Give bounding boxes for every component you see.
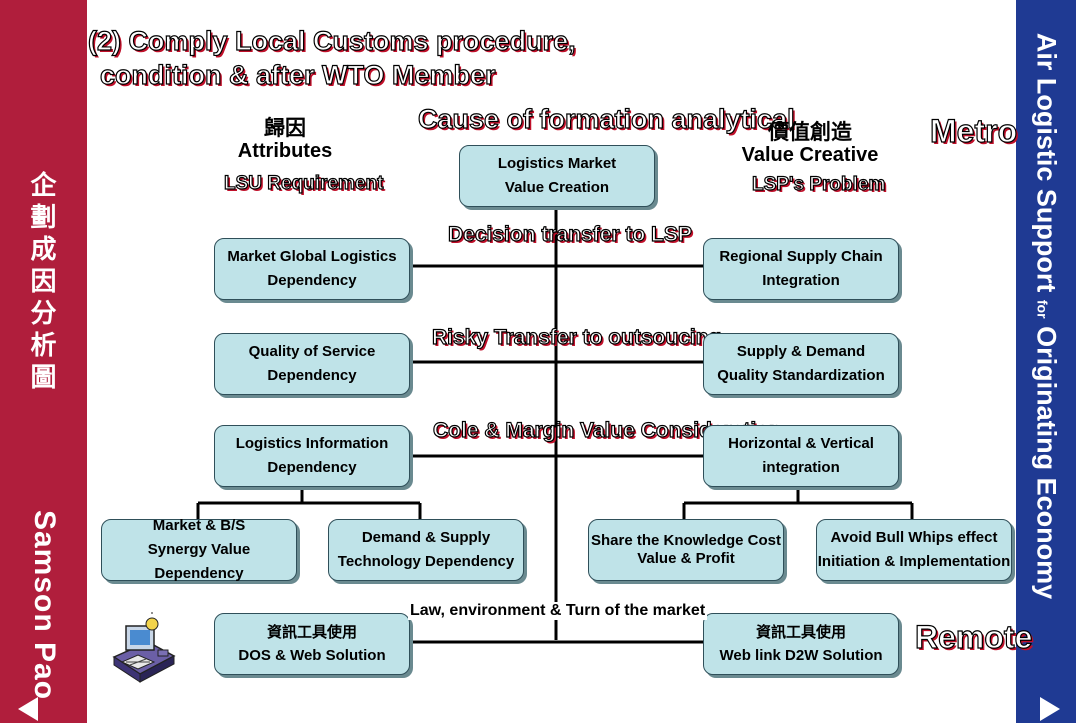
lsu-requirement: LSU Requirement [223,172,384,194]
computer-workstation-icon [112,612,176,683]
box-line: Value & Profit [637,550,735,567]
box-line: Technology Dependency [337,553,515,570]
value-english: Value Creative [741,144,879,166]
chinese-title-char: 企 [30,171,57,201]
chinese-title-char: 成 [30,235,57,265]
box-line: Dependency [267,367,357,384]
cause-heading: Cause of formation analytical [417,103,795,134]
attributes-english: Attributes [237,140,333,162]
box-line: Logistics Information [235,435,389,452]
heading-line1: (2) Comply Local Customs procedure, [87,25,576,56]
box-line: integration [762,459,840,476]
box-line: Synergy Value Dependency [147,541,251,582]
box-line: Value Creation [504,179,610,196]
lsp-problem: LSP's Problem [751,173,886,195]
box-line: 資訊工具使用 [266,623,357,641]
value-chinese: 價值創造 [768,120,852,144]
heading-line2: condition & after WTO Member [99,59,496,90]
metro-label: Metro [929,112,1018,149]
box-market-bs-synergy: Market & B/S Synergy Value Dependency [101,517,297,582]
box-line: Quality Standardization [717,367,885,384]
box-line: Supply & Demand [736,343,866,360]
box-line: DOS & Web Solution [238,647,386,664]
chinese-title-char: 圖 [30,363,57,393]
box-horizontal-vertical: Horizontal & Vertical integration [703,425,899,487]
chinese-title-vertical: 企 劃 成 因 分 析 圖 [0,170,87,394]
box-line: Initiation & Implementation [817,553,1011,570]
box-line: Demand & Supply [361,529,491,546]
left-side-bar [0,0,87,723]
decision-transfer-label: Decision transfer to LSP [447,222,692,246]
chinese-title-char: 劃 [30,203,57,233]
box-line: Quality of Service [248,343,376,360]
box-line: Integration [762,272,840,289]
box-line: Market & B/S [152,517,246,534]
box-line: Dependency [267,272,357,289]
remote-label: Remote [914,618,1033,655]
attributes-chinese: 歸因 [264,116,306,140]
prev-arrow-icon[interactable] [18,697,38,721]
chinese-title-char: 因 [30,267,57,297]
right-side-bar [1016,0,1076,723]
next-arrow-icon[interactable] [1040,697,1060,721]
box-line: Logistics Market [497,155,617,172]
chinese-title-char: 析 [30,331,57,361]
box-web-link-d2w: 資訊工具使用 Web link D2W Solution [703,613,899,675]
box-dos-web-solution: 資訊工具使用 DOS & Web Solution [214,613,410,675]
box-line: Web link D2W Solution [719,647,883,664]
box-line: Regional Supply Chain [719,248,883,265]
box-line: 資訊工具使用 [755,623,846,641]
risky-transfer-label: Risky Transfer to outsoucing [431,325,722,349]
box-line: Market Global Logistics [227,248,397,265]
box-line: Horizontal & Vertical [728,435,874,452]
box-line: Dependency [267,459,357,476]
chinese-title-char: 分 [30,299,57,329]
box-line: Share the Knowledge Cost [590,532,782,549]
box-line: Avoid Bull Whips effect [830,529,998,546]
law-environment-label: Law, environment & Turn of the market [408,602,708,620]
